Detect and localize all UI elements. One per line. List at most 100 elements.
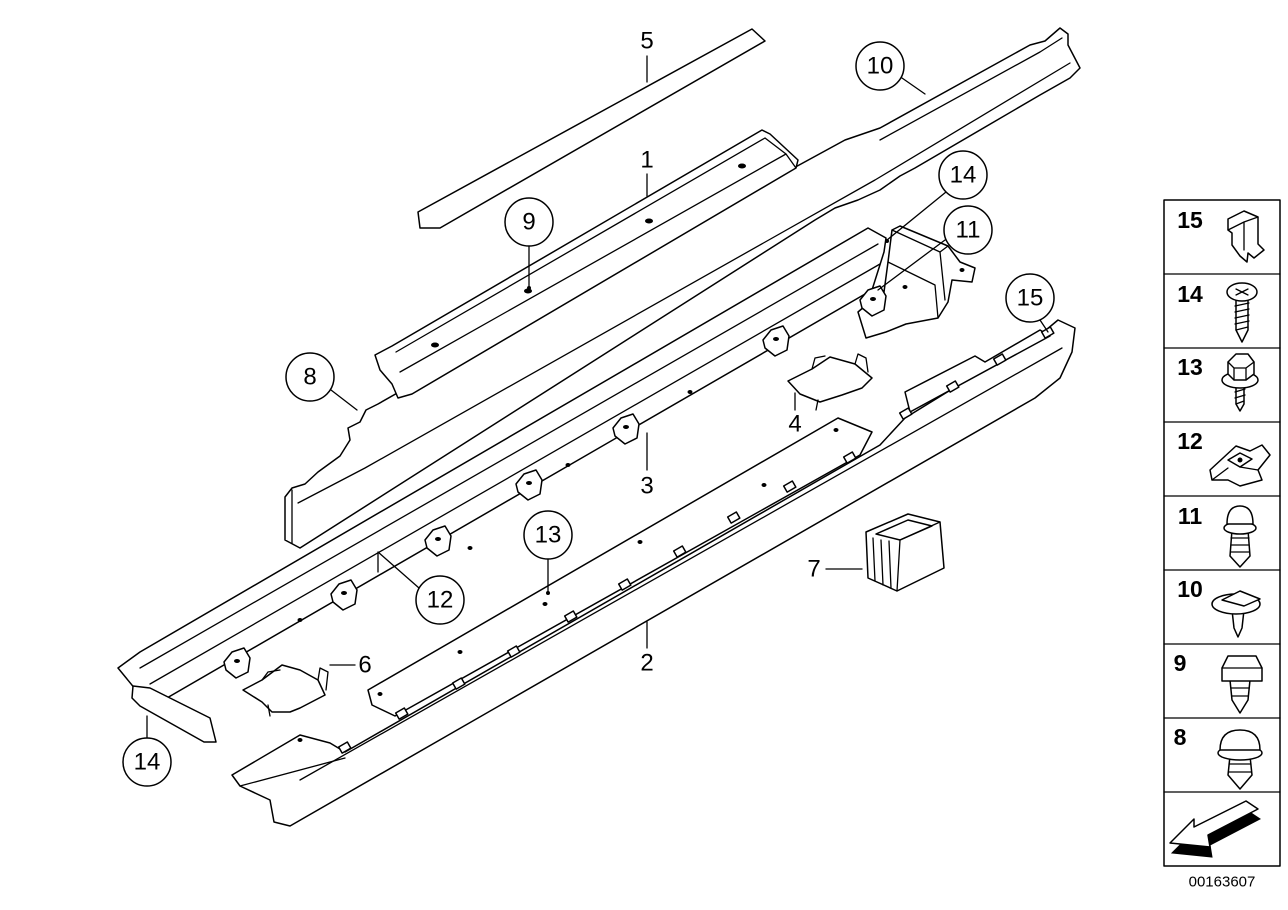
leader-dot bbox=[546, 591, 550, 595]
part-3-bracket-hole bbox=[623, 425, 629, 429]
screw-drive bbox=[1235, 288, 1249, 296]
diagram-number: 00163607 bbox=[1189, 874, 1256, 891]
callout-circle bbox=[285, 352, 335, 402]
clip-ridges bbox=[1230, 687, 1250, 697]
callout-circle bbox=[943, 205, 993, 255]
part-3-bracket-hole bbox=[435, 537, 441, 541]
legend-item-8: 8 bbox=[1174, 724, 1263, 790]
legend-number: 12 bbox=[1177, 428, 1203, 454]
part-7-side-edge bbox=[899, 521, 941, 541]
part-4-tab bbox=[811, 355, 826, 370]
part-2-clip bbox=[782, 480, 797, 493]
legend-number: 13 bbox=[1177, 354, 1203, 380]
callout-7: 7 bbox=[807, 556, 863, 583]
push-rivet-icon bbox=[1223, 505, 1257, 568]
expanding-rivet-icon bbox=[1217, 729, 1263, 790]
part-4-tab bbox=[854, 353, 869, 373]
part-10-upper-line bbox=[879, 37, 1063, 141]
part-3-hole bbox=[467, 546, 473, 550]
leader-dot bbox=[527, 286, 531, 290]
part-3-end-flange bbox=[131, 685, 217, 743]
legend-number: 10 bbox=[1177, 576, 1203, 602]
leader-line bbox=[1039, 319, 1049, 333]
part-4-outline bbox=[787, 356, 873, 403]
part-1 bbox=[374, 129, 799, 399]
rivet-ridges bbox=[1228, 763, 1252, 773]
part-7-rib bbox=[888, 540, 892, 589]
arrow-face bbox=[1169, 800, 1259, 848]
legend-number: 14 bbox=[1177, 281, 1203, 307]
legend-item-15: 15 bbox=[1177, 207, 1265, 263]
part-11-hole bbox=[902, 285, 908, 289]
leader-dot bbox=[885, 239, 889, 243]
legend-item-9: 9 bbox=[1174, 650, 1263, 714]
callout-2: 2 bbox=[640, 621, 654, 677]
direction-arrow-icon bbox=[1169, 800, 1261, 858]
callout-label: 5 bbox=[640, 28, 653, 55]
part-6-tab bbox=[261, 669, 281, 681]
callout-label: 14 bbox=[134, 749, 161, 776]
part-2-clip bbox=[617, 578, 632, 591]
screw-icon bbox=[1226, 282, 1258, 343]
callout-label: 13 bbox=[535, 522, 562, 549]
plastic-clip-icon bbox=[1221, 655, 1263, 714]
leader-line bbox=[330, 389, 358, 411]
legend-number: 9 bbox=[1174, 650, 1187, 676]
part-2-clip bbox=[337, 741, 352, 754]
legend-item-10: 10 bbox=[1177, 576, 1261, 638]
part-2-crease bbox=[299, 347, 1063, 781]
callout-circle bbox=[504, 197, 554, 247]
part-6-stub bbox=[267, 704, 271, 717]
callout-label: 1 bbox=[640, 147, 653, 174]
part-6-tab bbox=[317, 667, 329, 691]
callout-12: 12 bbox=[377, 551, 465, 625]
part-2-clip bbox=[992, 353, 1007, 366]
callout-3: 3 bbox=[640, 432, 654, 500]
part-1-top-edge bbox=[395, 137, 766, 353]
part-2-clip bbox=[898, 407, 913, 420]
callout-11: 11 bbox=[877, 205, 993, 291]
part-6-outline bbox=[242, 664, 326, 713]
part-3 bbox=[117, 227, 887, 743]
part-1-hole bbox=[431, 342, 439, 348]
callout-circle bbox=[122, 737, 172, 787]
part-2-hole bbox=[761, 483, 767, 487]
legend-item-13: 13 bbox=[1177, 353, 1259, 412]
callout-label: 15 bbox=[1017, 285, 1044, 312]
part-6 bbox=[242, 664, 329, 717]
legend-item-14: 14 bbox=[1177, 281, 1258, 343]
callout-4: 4 bbox=[788, 392, 802, 438]
part-2-clip bbox=[945, 380, 960, 393]
part-2-hole bbox=[377, 692, 383, 696]
leader-line bbox=[886, 191, 947, 241]
part-7 bbox=[865, 513, 945, 592]
bolt-head-edge bbox=[1227, 361, 1255, 381]
callout-14-front: 14 bbox=[122, 715, 172, 787]
leader-line bbox=[377, 551, 420, 589]
legend-number: 15 bbox=[1177, 207, 1203, 233]
callout-5: 5 bbox=[640, 28, 654, 83]
part-3-bracket-hole bbox=[234, 659, 240, 663]
callout-8: 8 bbox=[285, 352, 358, 411]
part-3-hole bbox=[297, 618, 303, 622]
part-2-clip bbox=[451, 677, 466, 690]
rivet-ridges bbox=[1230, 537, 1250, 553]
callout-label: 11 bbox=[956, 217, 981, 244]
screw-thread bbox=[1234, 302, 1250, 331]
legend-item-12: 12 bbox=[1177, 428, 1271, 487]
part-11-fold bbox=[939, 251, 946, 301]
clip-fold bbox=[1227, 216, 1259, 251]
speed-nut-fold bbox=[1211, 466, 1259, 481]
part-7-rib bbox=[880, 539, 884, 586]
rivet-head bbox=[1226, 505, 1254, 525]
legend-number: 8 bbox=[1174, 724, 1187, 750]
leader-line bbox=[877, 239, 946, 291]
part-3-hole bbox=[687, 390, 693, 394]
callout-6: 6 bbox=[329, 652, 372, 679]
part-2-hole bbox=[457, 650, 463, 654]
part-3-bracket-hole bbox=[773, 337, 779, 341]
bolt-head bbox=[1227, 353, 1255, 381]
callout-label: 14 bbox=[950, 162, 977, 189]
callout-label: 9 bbox=[522, 209, 535, 236]
